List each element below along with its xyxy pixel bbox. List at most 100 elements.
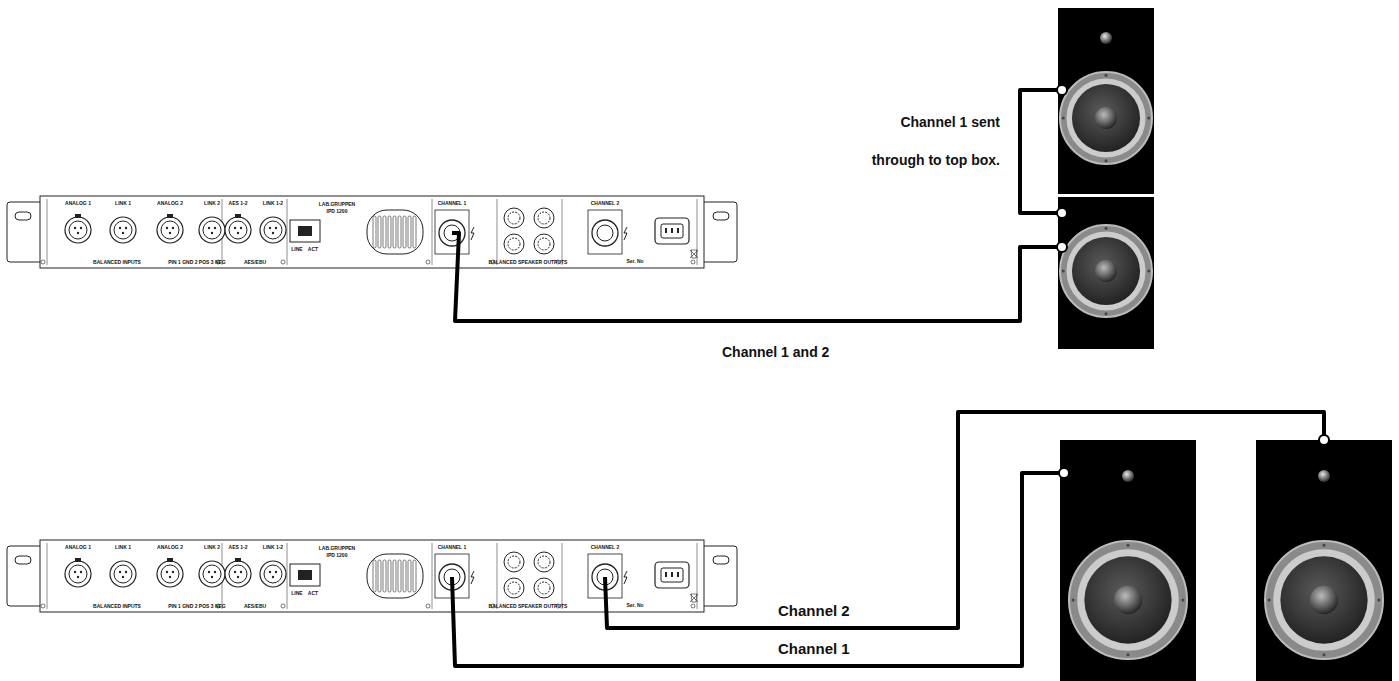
binding-post-knurl xyxy=(508,212,520,224)
xlr-pin xyxy=(214,227,216,229)
xlr-connector xyxy=(110,561,136,587)
panel-label: AES/EBU xyxy=(244,603,266,609)
xlr-pin xyxy=(169,576,171,578)
woofer-surround xyxy=(1273,549,1374,650)
vent-slat xyxy=(413,560,416,592)
vent-slat xyxy=(383,560,386,592)
vent-slat xyxy=(398,216,401,248)
screw xyxy=(281,604,285,608)
panel-label: LINK 2 xyxy=(204,544,220,550)
panel-label: LINE xyxy=(291,246,302,252)
xlr-connector xyxy=(199,561,225,587)
binding-post-knurl xyxy=(508,582,520,594)
woofer-cone xyxy=(1072,237,1140,305)
panel-label: LINK 2 xyxy=(204,200,220,206)
vent-slat xyxy=(403,216,406,248)
panel-label: BALANCED INPUTS xyxy=(93,259,141,265)
xlr-pin xyxy=(269,571,271,573)
binding-post xyxy=(534,208,554,228)
xlr-pin xyxy=(208,571,210,573)
woofer-frame xyxy=(1060,72,1152,164)
xlr-pin xyxy=(74,571,76,573)
dust-cap xyxy=(1114,586,1142,614)
woofer-frame xyxy=(1265,541,1383,659)
rack-slot xyxy=(713,556,729,564)
panel-label: LINK 1-2 xyxy=(263,544,283,550)
xlr-pin xyxy=(74,227,76,229)
tweeter xyxy=(1318,470,1330,482)
panel-label: CHANNEL 1 xyxy=(438,544,467,550)
power-pin xyxy=(665,228,667,233)
binding-post xyxy=(504,234,524,254)
panel-divider xyxy=(497,543,498,609)
xlr-pin xyxy=(234,227,236,229)
woofer-surround xyxy=(1066,78,1145,157)
woofer-screw xyxy=(1147,117,1150,120)
woofer-screw xyxy=(1062,117,1065,120)
xlr-ring xyxy=(161,565,179,583)
panel-label: AES 1-2 xyxy=(229,544,248,550)
xlr-pin xyxy=(272,576,274,578)
panel-label: CHANNEL 2 xyxy=(591,544,620,550)
panel-label: LAB.GRUPPEN xyxy=(319,545,355,551)
xlr-connector xyxy=(110,217,136,243)
woofer-screw xyxy=(1127,544,1130,547)
speaker-cabinet xyxy=(1060,440,1196,681)
woofer-surround xyxy=(1077,549,1178,650)
woofer-screw xyxy=(1105,159,1108,162)
xlr-pin xyxy=(269,227,271,229)
hazard-symbol xyxy=(471,227,474,240)
ethernet-socket xyxy=(298,570,312,580)
binding-post xyxy=(534,578,554,598)
speaker-cable xyxy=(605,412,1324,628)
hazard-symbol xyxy=(471,571,474,584)
screw xyxy=(426,604,430,608)
woofer-frame xyxy=(1060,225,1152,317)
xlr-pin xyxy=(211,576,213,578)
woofer-screw xyxy=(1105,312,1108,315)
xlr-pin xyxy=(240,227,242,229)
amplifier: ANALOG 1LINK 1ANALOG 2LINK 2BALANCED INP… xyxy=(7,196,737,268)
panel-label: IPD 1200 xyxy=(327,208,348,214)
binding-post-knurl xyxy=(538,556,550,568)
power-pin xyxy=(671,228,673,233)
fan-vent xyxy=(367,554,423,598)
speaker-cabinet xyxy=(1058,197,1154,349)
power-inlet xyxy=(655,218,689,244)
xlr-ring xyxy=(114,565,132,583)
vent-slat xyxy=(398,560,401,592)
speaker-cable xyxy=(1020,90,1062,213)
woofer-screw xyxy=(1127,653,1130,656)
xlr-connector xyxy=(157,217,183,243)
woofer-frame xyxy=(1069,541,1187,659)
dust-cap xyxy=(1310,586,1338,614)
vent-slat xyxy=(403,560,406,592)
panel-divider xyxy=(432,199,433,265)
panel-label: AES/EBU xyxy=(244,259,266,265)
screw xyxy=(691,604,695,608)
woofer-screw xyxy=(1323,653,1326,656)
xlr-ring xyxy=(229,221,247,239)
woofer-screw xyxy=(1105,74,1108,77)
power-pin xyxy=(677,572,679,577)
panel-label: LINK 1 xyxy=(115,200,131,206)
power-inlet xyxy=(655,562,689,588)
panel-divider xyxy=(287,543,288,609)
woofer-screw xyxy=(1181,599,1184,602)
xlr-ring xyxy=(114,221,132,239)
binding-post xyxy=(504,208,524,228)
ethernet-port xyxy=(290,564,320,586)
panel-label: ANALOG 1 xyxy=(65,200,91,206)
panel-label: CHANNEL 2 xyxy=(591,200,620,206)
panel-divider xyxy=(432,543,433,609)
cable-terminal xyxy=(1057,242,1067,252)
xlr-connector xyxy=(65,217,91,243)
woofer-cone xyxy=(1280,556,1367,643)
amplifier-panel xyxy=(7,540,737,612)
binding-post xyxy=(534,234,554,254)
cable-terminal xyxy=(1057,85,1067,95)
amplifier: ANALOG 1LINK 1ANALOG 2LINK 2BALANCED INP… xyxy=(7,540,737,612)
panel-label: AES 1-2 xyxy=(229,200,248,206)
speaker-cabinet xyxy=(1256,440,1392,681)
